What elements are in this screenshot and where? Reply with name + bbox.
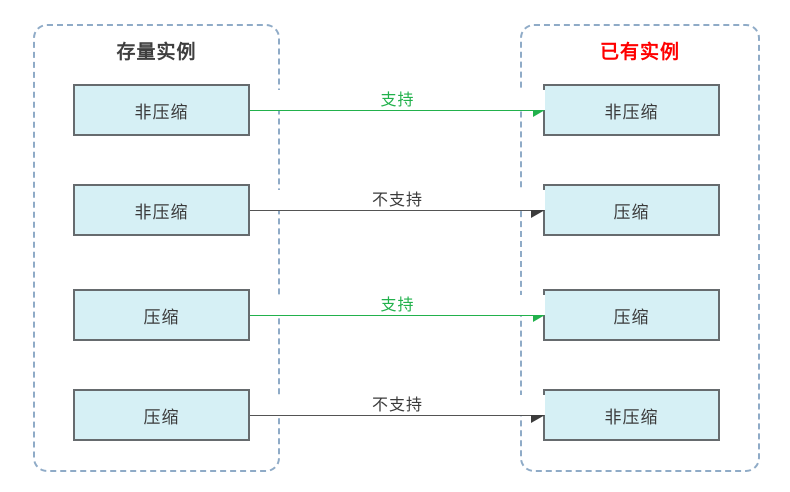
edge-row4-label: 不支持 [368,395,426,414]
target-node-row3[interactable]: 压缩 [543,289,720,341]
panel-existing-instance: 已有实例 [520,24,760,472]
edge-row4: 不支持 [250,395,545,435]
arrow-row4-icon [250,407,545,423]
edge-row2-label-wrap: 不支持 [250,190,545,210]
edge-row3: 支持 [250,295,545,335]
edge-row4-label-wrap: 不支持 [250,395,545,415]
target-node-row2[interactable]: 压缩 [543,184,720,236]
edge-row3-label-wrap: 支持 [250,295,545,315]
source-node-row3[interactable]: 压缩 [73,289,250,341]
panel-existing-stock: 存量实例 [33,24,280,472]
source-node-row1[interactable]: 非压缩 [73,84,250,136]
target-node-row1[interactable]: 非压缩 [543,84,720,136]
panel-right-title: 已有实例 [599,41,680,63]
arrow-row2-icon [250,202,545,218]
source-node-row4[interactable]: 压缩 [73,389,250,441]
panel-left-title: 存量实例 [116,41,197,63]
edge-row1-label: 支持 [377,90,418,109]
arrow-row3-icon [250,308,545,322]
target-node-row4[interactable]: 非压缩 [543,389,720,441]
edge-row1-label-wrap: 支持 [250,90,545,110]
source-node-row2[interactable]: 非压缩 [73,184,250,236]
edge-row3-label: 支持 [377,295,418,314]
edge-row2: 不支持 [250,190,545,230]
arrow-row1-icon [250,103,545,117]
edge-row2-label: 不支持 [368,190,426,209]
edge-row1: 支持 [250,90,545,130]
